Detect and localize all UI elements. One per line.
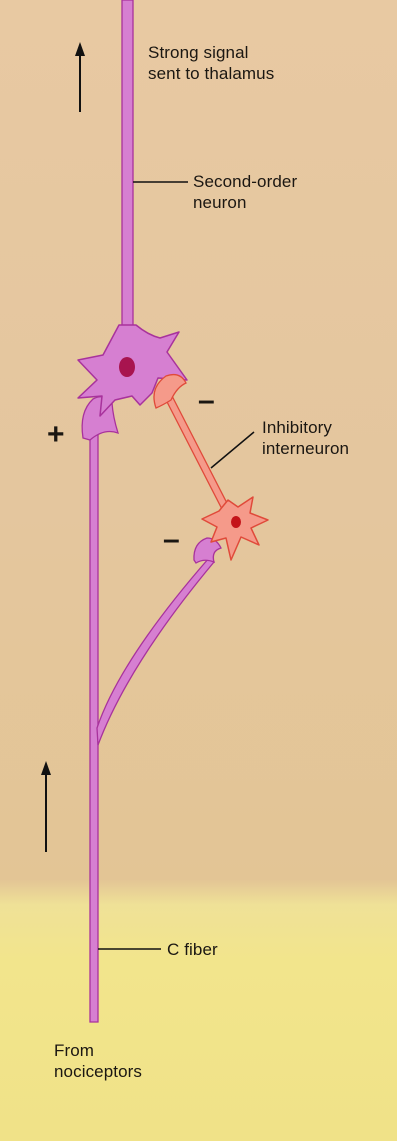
second-order-label: Second-order neuron bbox=[193, 171, 297, 213]
inhibitory-label: Inhibitory interneuron bbox=[262, 417, 349, 459]
leader-inhibitory bbox=[211, 432, 254, 468]
second-order-nucleus bbox=[119, 357, 135, 377]
strong-signal-label: Strong signal sent to thalamus bbox=[148, 42, 274, 84]
inhibitory-sign-top: – bbox=[198, 386, 215, 416]
c-fiber-collateral bbox=[97, 558, 214, 745]
excitatory-sign: + bbox=[47, 420, 65, 450]
second-order-axon bbox=[122, 0, 133, 330]
upward-arrow-bottom bbox=[41, 761, 51, 852]
inhibitory-sign-bottom: – bbox=[163, 525, 180, 555]
upward-arrow-top bbox=[75, 42, 85, 112]
interneuron-nucleus bbox=[231, 516, 241, 528]
from-nociceptors-label: From nociceptors bbox=[54, 1040, 142, 1082]
c-fiber-label: C fiber bbox=[167, 939, 218, 960]
c-fiber-terminal-interneuron bbox=[194, 538, 221, 563]
